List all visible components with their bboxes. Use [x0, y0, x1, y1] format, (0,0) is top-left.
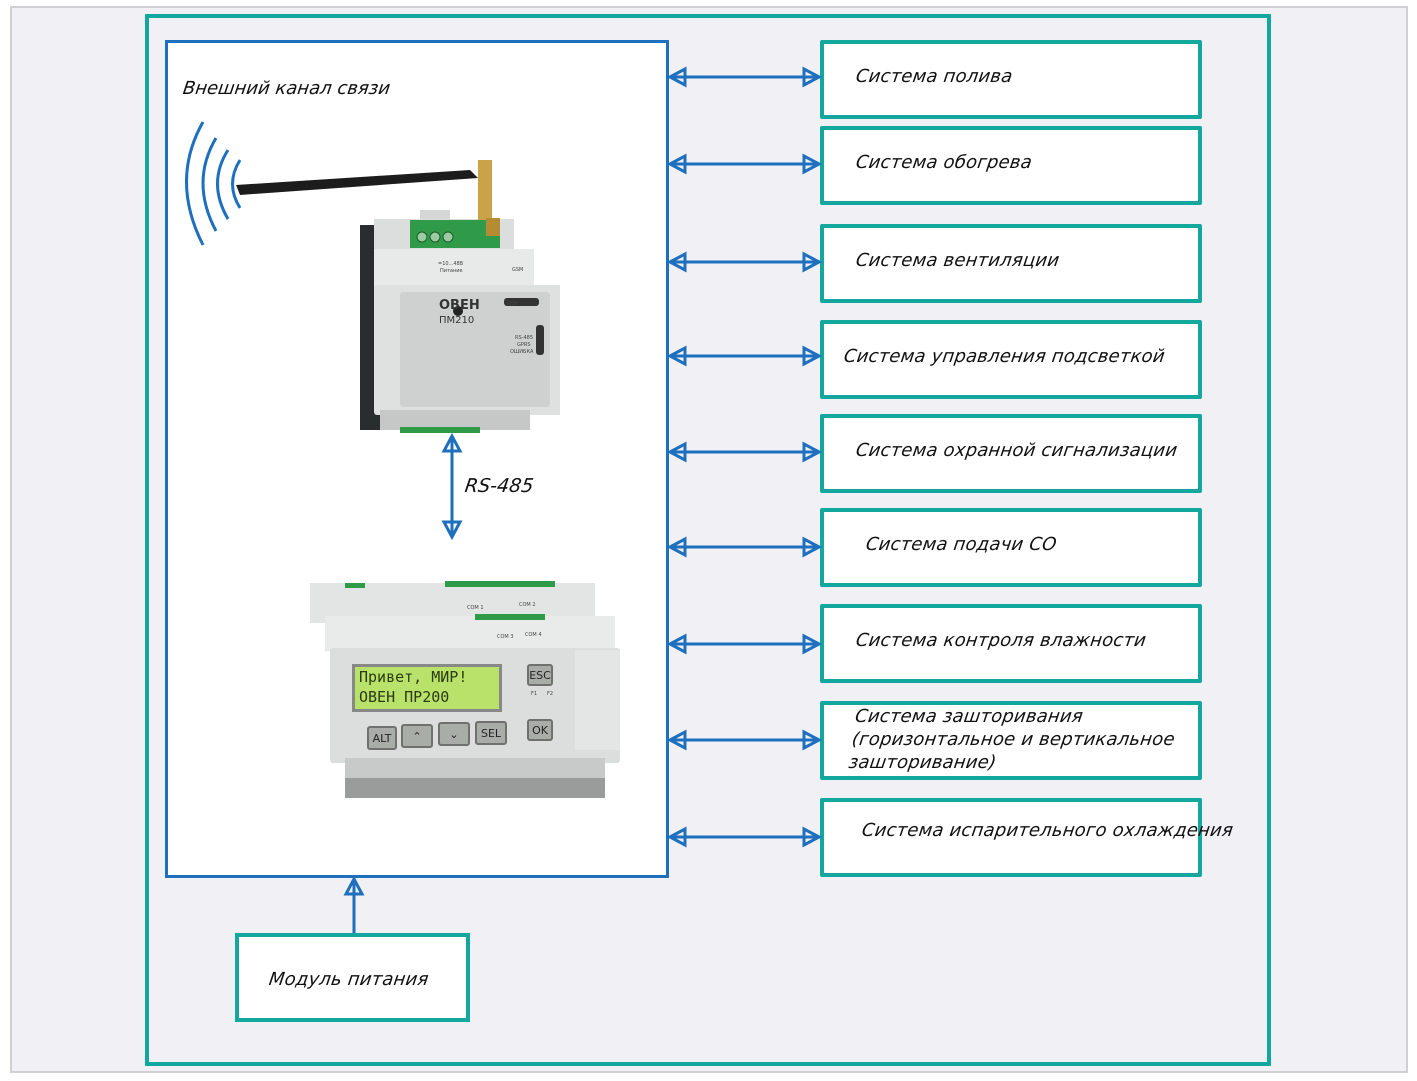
system-box-lighting: Система управления подсветкой — [820, 320, 1202, 399]
system-label: Система обогрева — [854, 152, 1034, 173]
com1-label: COM 1 — [467, 605, 484, 611]
com4-label: COM 4 — [525, 632, 542, 638]
alt-key: ALT — [367, 726, 397, 750]
system-box-humidity: Система контроля влажности — [820, 604, 1202, 683]
system-box-shading: Система зашторивания (горизонтальное и в… — [820, 701, 1202, 780]
ok-key: OK — [527, 719, 553, 741]
system-box-security: Система охранной сигнализации — [820, 414, 1202, 493]
lcd-line-1: Привет, МИР! — [359, 668, 468, 686]
system-label: Система контроля влажности — [854, 630, 1148, 651]
com2-label: COM 2 — [519, 602, 536, 608]
power-caption: Питание — [440, 268, 463, 274]
system-box-co2: Система подачи СО — [820, 508, 1202, 587]
down-key: ⌄ — [438, 722, 470, 746]
system-box-heating: Система обогрева — [820, 126, 1202, 205]
model-label: ПМ210 — [439, 315, 475, 326]
system-box-irrigation: Система полива — [820, 40, 1202, 119]
controller-pr200: Привет, МИР! ОВЕН ПР200 ESC OK ALT ⌃ ⌄ S… — [305, 578, 625, 800]
external-channel-label: Внешний канал связи — [181, 78, 392, 99]
esc-key: ESC — [527, 664, 553, 686]
rs485-label: RS-485 — [463, 475, 535, 497]
system-box-ventilation: Система вентиляции — [820, 224, 1202, 303]
f2-label: F2 — [547, 691, 554, 697]
up-key: ⌃ — [401, 724, 433, 748]
gsm-module-pm210: ОВЕН ПМ210 =10...48В Питание GSM GSM RS-… — [360, 205, 564, 435]
com3-label: COM 3 — [497, 634, 514, 640]
indicator-rs485: RS-485 — [515, 335, 533, 341]
sel-key: SEL — [475, 721, 507, 745]
system-box-evaporative-cooling: Система испарительного охлаждения — [820, 798, 1235, 877]
indicator-error: ОШИБКА — [510, 349, 534, 355]
system-label: Система вентиляции — [854, 250, 1061, 271]
power-label: =10...48В — [438, 261, 464, 267]
f1-label: F1 — [531, 691, 538, 697]
indicator-gsm: GSM — [507, 301, 519, 307]
system-label: Система зашторивания (горизонтальное и в… — [847, 706, 1177, 773]
brand-logo: ОВЕН — [439, 298, 480, 313]
system-label: Система полива — [854, 66, 1014, 87]
lcd-line-2: ОВЕН ПР200 — [359, 688, 450, 706]
indicator-gprs: GPRS — [517, 342, 531, 348]
system-frame — [145, 14, 1271, 1066]
antenna-caption: GSM — [512, 267, 524, 273]
power-module-label: Модуль питания — [267, 969, 431, 990]
power-module-box: Модуль питания — [235, 933, 470, 1022]
system-label: Система испарительного охлаждения — [860, 820, 1235, 841]
system-label: Система охранной сигнализации — [854, 440, 1179, 461]
system-label: Система подачи СО — [864, 534, 1058, 555]
lcd-display: Привет, МИР! ОВЕН ПР200 — [352, 664, 502, 712]
system-label: Система управления подсветкой — [842, 346, 1167, 367]
